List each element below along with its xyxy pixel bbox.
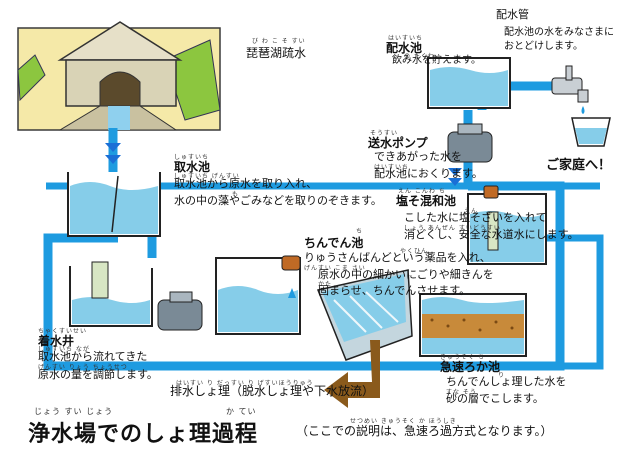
reservoir-name: 配水池 — [386, 41, 423, 55]
pump-machine-1 — [157, 291, 203, 331]
page-title: 浄水場でのしょ理過程 — [28, 422, 259, 447]
chlorine-desc-2: 消どくし、安全な水道水にします。 — [404, 228, 579, 241]
title-ruby-2: か てい — [226, 407, 257, 416]
title-ruby-1: じょう すい じょう — [34, 407, 114, 416]
source-label: 琵琶湖疏水 — [246, 46, 307, 60]
chlorine-desc-1-ruby: えん — [464, 208, 479, 215]
sedimentation-desc-2: 原水の中の細かいにごりや細きんを — [318, 268, 494, 281]
rapid-filter-tank — [419, 293, 527, 357]
sedimentation-desc-1: りゅうさんばんどという薬品を入れ、 — [304, 251, 491, 264]
sedimentation-basin — [316, 269, 413, 361]
sedimentation-desc-3-ruby: かた — [318, 281, 333, 288]
filter-desc-1-ruby: り — [498, 372, 506, 379]
well-desc-1-ruby: しゅすいち なが — [38, 346, 90, 353]
filter-ruby: きゅうそく ち — [440, 354, 485, 361]
reservoir-desc-ruby: の たくわ — [404, 53, 435, 60]
well-desc-2: 原水の量を調節します。 — [38, 368, 158, 381]
reservoir-desc: 飲み水を貯えます。 — [392, 55, 481, 66]
faucet-icon — [551, 65, 589, 114]
intake-desc-1-ruby: しゅすいち げんすい — [174, 173, 240, 180]
sedimentation-desc-2-ruby: げんすい こま さい — [304, 265, 366, 272]
source-ruby: び わ こ そ すい — [252, 38, 306, 45]
drainage-ruby: はいすい り だっすい り げすいほうりゅう — [176, 380, 314, 387]
intake-name: 取水池 — [174, 160, 211, 174]
well-desc-2-ruby: げんすい りょう ちょうせつ — [38, 364, 128, 371]
sedimentation-name: ちんでん池 — [304, 236, 364, 250]
intake-desc-1: 取水池から原水を取り入れ、 — [174, 177, 318, 190]
pump-desc-1: できあがった水を — [374, 150, 462, 163]
intake-desc-2-ruby: も — [232, 191, 240, 198]
filter-name: 急速ろか池 — [440, 360, 501, 374]
drainage-label: 排水しょ理（脱水しょ理や下水放流） — [170, 384, 375, 398]
sedimentation-desc-1-ruby: やくひん — [400, 248, 429, 255]
chlorine-desc-2-ruby: しょう あんぜん すいどうすい — [404, 225, 501, 232]
pump-name: 送水ポンプ — [368, 136, 428, 150]
drainage-arrow — [324, 340, 380, 408]
intake-desc-2: 水の中の藻やごみなどを取りのぞきます。 — [174, 194, 382, 207]
method-note: （ここでの説明は、急速ろ過方式となります。） — [296, 424, 553, 438]
well-desc-1: 取水池から流れてきた — [38, 350, 148, 363]
chlorine-mixing-tank — [467, 185, 547, 265]
pump-desc-2-ruby: はいすいち — [374, 164, 410, 171]
filter-desc-1: ちんでんしょ理した水を — [446, 375, 567, 388]
pump-desc-2: 配水池におくります。 — [374, 167, 483, 180]
intake-basin-tank — [67, 172, 161, 237]
filter-desc-2: 砂の層でこします。 — [446, 392, 544, 405]
chlorine-name: 塩そ混和池 — [396, 194, 457, 208]
pump-ruby: そうすい — [370, 130, 399, 137]
filter-desc-2-ruby: すな そう — [446, 389, 477, 396]
cup-icon — [571, 117, 611, 147]
chlorine-ruby: えん こんわ ち — [398, 188, 446, 195]
home-label: ご家庭へ！ — [546, 158, 612, 173]
transmission-pump — [447, 123, 493, 163]
pipe-desc-2: おとどけします。 — [504, 41, 583, 52]
flocculation-tank — [215, 255, 301, 335]
pipe-name: 配水管 — [496, 8, 529, 21]
sedimentation-desc-3: 固まらせ、ちんでんさせます。 — [318, 284, 471, 297]
receiving-well-tank — [69, 261, 153, 327]
canal-scenery — [17, 21, 221, 131]
intake-ruby: しゅすいち — [174, 154, 210, 161]
sedimentation-ruby: ち — [356, 228, 364, 235]
chlorine-desc-1: こした水に塩そざいを入れて — [404, 211, 547, 224]
pipe-desc-1: 配水池の水をみなさまに — [504, 27, 614, 38]
note-ruby: せつめい きゅうそく か ほうしき — [350, 418, 457, 425]
well-ruby: ちゃくすいせい — [38, 328, 88, 335]
flow-arrows — [105, 143, 462, 186]
distribution-reservoir-tank — [427, 57, 511, 109]
reservoir-ruby: はいすいち — [388, 35, 424, 42]
well-name: 着水井 — [38, 334, 75, 348]
